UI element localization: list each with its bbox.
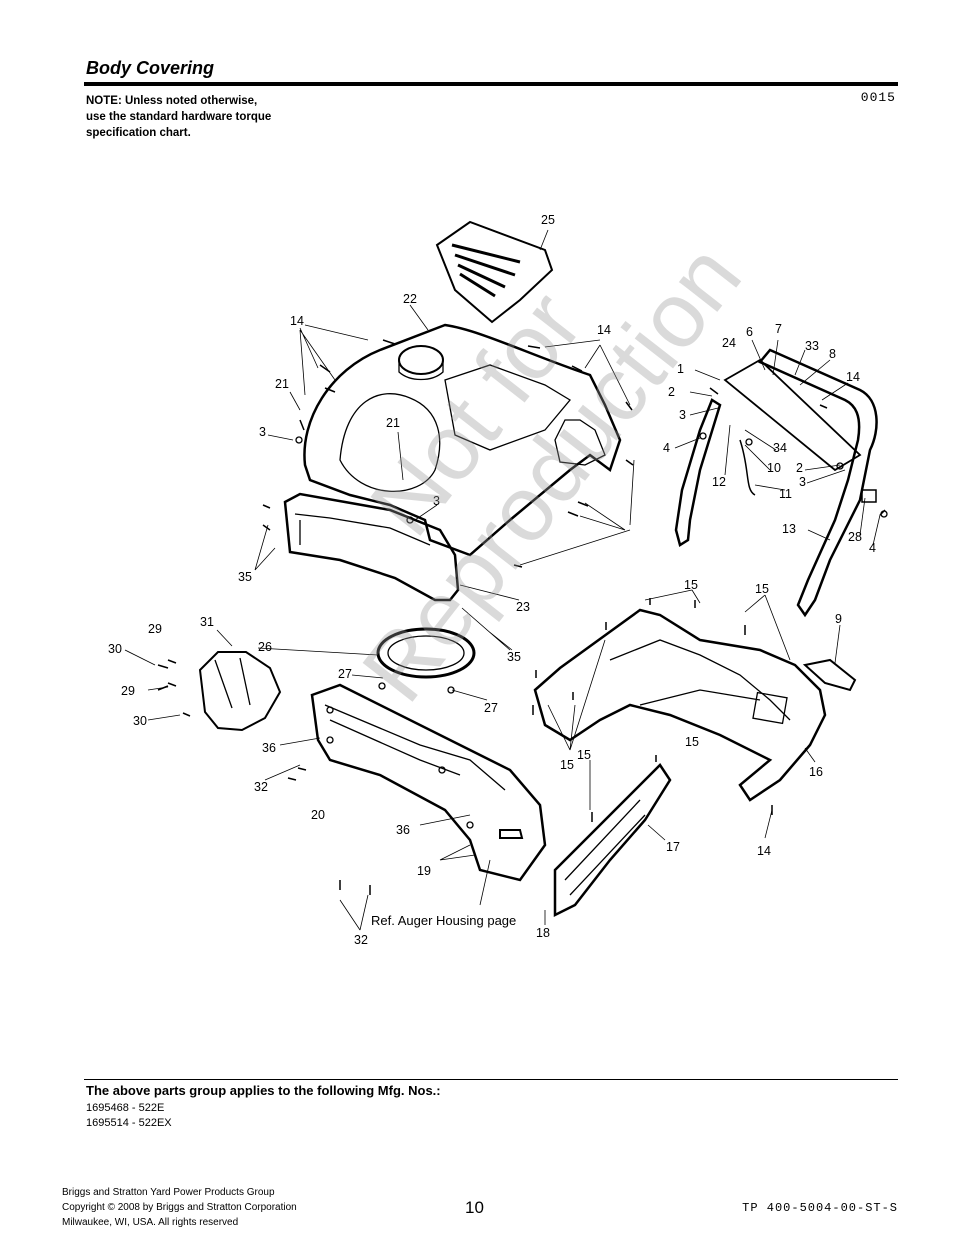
callout: 4	[869, 541, 876, 555]
callout: 21	[386, 416, 400, 430]
callout: 30	[133, 714, 147, 728]
callout: 14	[846, 370, 860, 384]
callout: 12	[712, 475, 726, 489]
handle-bar-part	[757, 348, 878, 618]
callout: 23	[516, 600, 530, 614]
company-line: Briggs and Stratton Yard Power Products …	[62, 1187, 275, 1198]
light-part	[802, 658, 857, 692]
document-code: TP 400-5004-00-ST-S	[742, 1201, 898, 1215]
callout: 30	[108, 642, 122, 656]
callout: 17	[666, 840, 680, 854]
note-line: NOTE: Unless noted otherwise,	[86, 95, 258, 107]
callout: 32	[254, 780, 268, 794]
callout: 24	[722, 336, 736, 350]
callout: 32	[354, 933, 368, 947]
note-line: specification chart.	[86, 127, 191, 139]
callout: 3	[259, 425, 266, 439]
front-panel-part	[283, 492, 460, 602]
callout: 27	[484, 701, 498, 715]
page-number: 10	[465, 1198, 484, 1217]
diagram-code: 0015	[860, 90, 896, 105]
callout: 7	[775, 322, 782, 336]
callout: 22	[403, 292, 417, 306]
callout: 34	[773, 441, 787, 455]
page-title: Body Covering	[86, 58, 215, 78]
ref-label: Ref. Auger Housing page	[371, 913, 516, 928]
callout: 11	[779, 487, 792, 501]
copyright-line: Copyright © 2008 by Briggs and Stratton …	[62, 1202, 297, 1213]
title-rule	[84, 82, 898, 86]
handle-bar-part	[674, 398, 722, 547]
callout: 15	[577, 748, 591, 762]
callout: 15	[560, 758, 574, 772]
callout: 26	[258, 640, 272, 654]
callout: 14	[597, 323, 611, 337]
callout: 6	[746, 325, 753, 339]
callout: 2	[796, 461, 803, 475]
torque-note: NOTE: Unless noted otherwise, use the st…	[86, 93, 326, 141]
location-line: Milwaukee, WI, USA. All rights reserved	[62, 1217, 239, 1228]
callout: 10	[767, 461, 781, 475]
upper-shroud-part	[303, 323, 622, 557]
callout: 9	[835, 612, 842, 626]
callout: 4	[663, 441, 670, 455]
company-info: Briggs and Stratton Yard Power Products …	[62, 1185, 297, 1230]
callout: 15	[685, 735, 699, 749]
callout: 31	[200, 615, 214, 629]
callout: 8	[829, 347, 836, 361]
lower-cover-part	[533, 608, 827, 802]
callout: 35	[238, 570, 252, 584]
callout: 20	[311, 808, 325, 822]
note-line: use the standard hardware torque	[86, 111, 272, 123]
applies-heading: The above parts group applies to the fol…	[86, 1083, 441, 1098]
callout: 3	[799, 475, 806, 489]
callout: 3	[433, 494, 440, 508]
callout: 33	[805, 339, 819, 353]
callout: 27	[338, 667, 352, 681]
frame-part	[310, 683, 547, 882]
callout: 16	[809, 765, 823, 779]
mfg-number: 1695468 - 522E	[86, 1102, 165, 1114]
callout: 21	[275, 377, 289, 391]
callout: 14	[290, 314, 304, 328]
vent-cover-part	[435, 220, 554, 324]
side-panel-part	[553, 763, 672, 918]
callout: 18	[536, 926, 550, 940]
callout: 1	[677, 362, 684, 376]
callout: 35	[507, 650, 521, 664]
callout: 28	[848, 530, 862, 544]
callout: 29	[148, 622, 162, 636]
callout: 19	[417, 864, 431, 878]
callout: 36	[396, 823, 410, 837]
callout: 25	[541, 213, 555, 227]
callout: 13	[782, 522, 796, 536]
mfg-number: 1695514 - 522EX	[86, 1117, 172, 1129]
callout: 15	[684, 578, 698, 592]
gasket-ring-part	[376, 627, 476, 679]
callout: 15	[755, 582, 769, 596]
callout: 2	[668, 385, 675, 399]
callout: 14	[757, 844, 771, 858]
applies-rule	[84, 1079, 898, 1080]
deflector-part	[198, 651, 282, 732]
callout: 29	[121, 684, 135, 698]
callout: 36	[262, 741, 276, 755]
callout: 3	[679, 408, 686, 422]
